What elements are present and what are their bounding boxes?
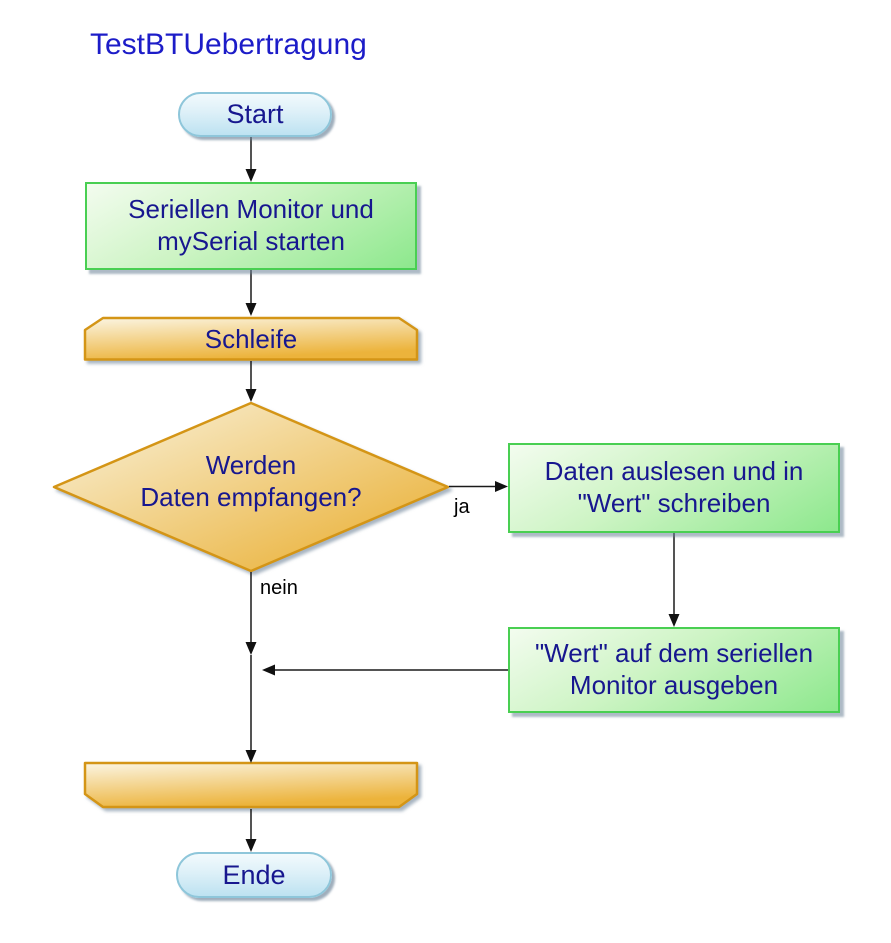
arrowhead-into-end	[245, 839, 257, 852]
node-end-terminator: Ende	[176, 852, 332, 898]
node-read-line1: Daten auslesen und in	[544, 456, 804, 487]
arrowheads	[245, 169, 680, 852]
arrowhead-into-init	[245, 169, 257, 182]
diagram-title: TestBTUebertragung	[90, 28, 367, 61]
node-process-init-serial: Seriellen Monitor und mySerial starten	[85, 182, 417, 270]
arrowhead-into-join-left	[262, 664, 275, 676]
loop-end-shape	[83, 761, 419, 809]
edge-label-nein: nein	[260, 577, 298, 599]
node-read-line2: "Wert" schreiben	[577, 488, 771, 518]
decision-diamond-shape	[52, 401, 450, 573]
connector-lines	[250, 137, 675, 839]
node-start-label: Start	[226, 99, 284, 130]
node-process-read-data: Daten auslesen und in "Wert" schreiben	[508, 443, 840, 533]
arrowhead-into-decision	[245, 389, 257, 402]
arrowhead-into-read	[495, 481, 508, 492]
node-init-line1: Seriellen Monitor und	[128, 194, 374, 225]
node-process-print-value: "Wert" auf dem seriellen Monitor ausgebe…	[508, 627, 840, 713]
node-end-label: Ende	[222, 859, 286, 890]
edge-label-ja: ja	[454, 496, 470, 518]
node-start-terminator: Start	[178, 92, 332, 137]
node-print-line1: "Wert" auf dem seriellen	[534, 638, 814, 669]
arrowhead-join-down	[245, 642, 257, 655]
loop-begin-shape	[83, 316, 419, 361]
arrowhead-into-loopbegin	[245, 303, 257, 316]
arrowhead-into-print	[668, 614, 680, 627]
node-print-line2: Monitor ausgeben	[569, 670, 779, 700]
node-init-line2: mySerial starten	[157, 226, 345, 256]
arrowhead-into-loopend	[245, 750, 257, 763]
